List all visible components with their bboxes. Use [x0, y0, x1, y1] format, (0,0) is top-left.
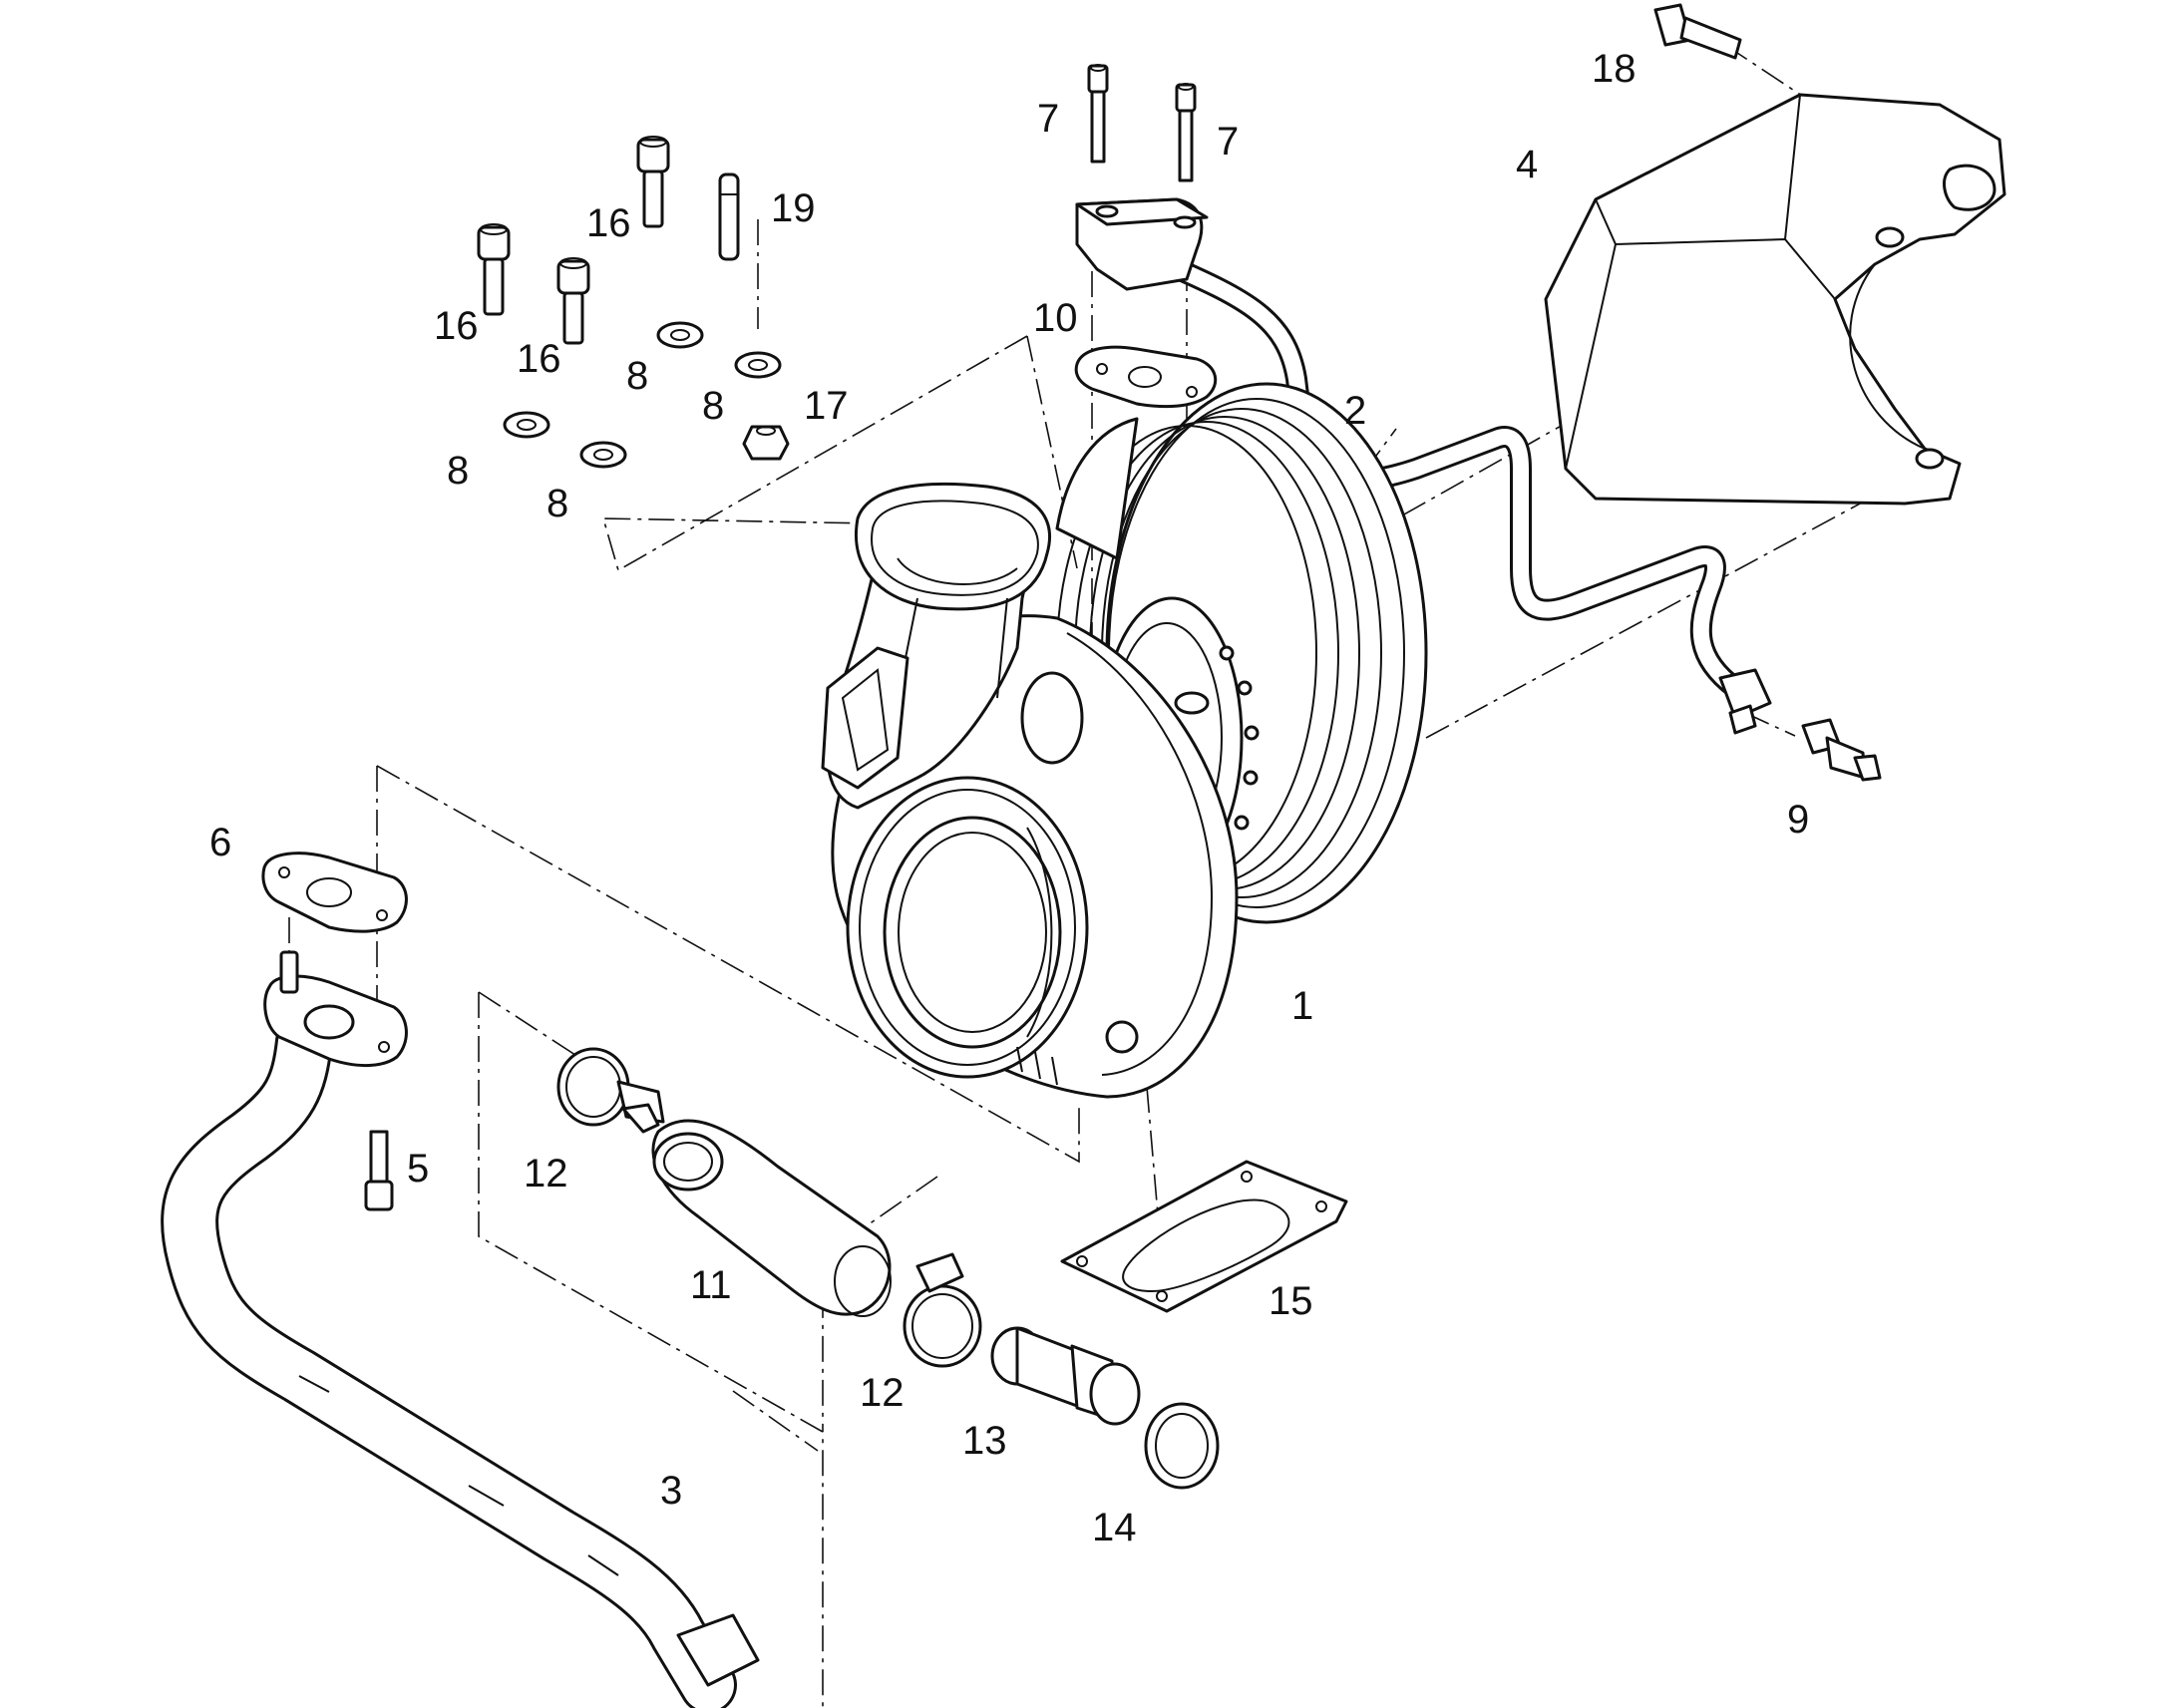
callout-7-right: 7 [1217, 120, 1239, 164]
callout-3: 3 [660, 1469, 682, 1513]
oil-return-pipe [161, 950, 760, 1708]
callout-8-c: 8 [447, 449, 469, 493]
callout-7-left: 7 [1037, 97, 1059, 141]
bolt-16-top [636, 136, 670, 228]
callout-16-middle: 16 [517, 337, 561, 381]
callout-18: 18 [1592, 47, 1636, 91]
callout-8-b: 8 [702, 384, 724, 428]
callout-17: 17 [804, 384, 849, 428]
callout-16-top: 16 [586, 201, 631, 245]
callout-5: 5 [407, 1147, 429, 1191]
fitting-9 [1801, 718, 1882, 782]
stud-19 [718, 172, 740, 261]
callout-19: 19 [771, 186, 816, 230]
hose-clamp-12-upper [556, 1047, 665, 1134]
callout-8-a: 8 [626, 354, 648, 398]
washer-8-b [734, 351, 782, 379]
heat-shield-bracket [1544, 93, 2006, 506]
callout-6: 6 [209, 821, 231, 864]
callout-16-left: 16 [434, 304, 479, 348]
washer-8-c [503, 411, 550, 439]
fitting-13 [990, 1326, 1141, 1426]
hose-clamp-12-lower [903, 1252, 982, 1368]
gasket-15 [1060, 1160, 1348, 1313]
gasket-10 [1074, 345, 1218, 409]
callout-10: 10 [1033, 296, 1078, 340]
bolt-16-left [477, 223, 511, 316]
bolt-18 [1653, 3, 1742, 60]
callout-8-d: 8 [546, 482, 568, 525]
callout-2: 2 [1344, 389, 1366, 433]
nut-17 [742, 425, 790, 461]
callout-1: 1 [1291, 984, 1313, 1028]
gasket-6 [261, 852, 408, 933]
bolt-7-left [1087, 64, 1109, 164]
bolt-7-right [1175, 83, 1197, 182]
bolt-5 [364, 1130, 394, 1211]
callout-15: 15 [1269, 1279, 1313, 1323]
washer-8-d [579, 441, 627, 469]
callout-9: 9 [1787, 798, 1809, 842]
seal-ring-14 [1144, 1402, 1220, 1490]
callout-4: 4 [1516, 143, 1538, 186]
callout-14: 14 [1092, 1506, 1137, 1549]
turbocharger [821, 382, 1428, 1099]
callout-11: 11 [690, 1263, 732, 1307]
callout-12-upper: 12 [524, 1152, 568, 1196]
callout-13: 13 [962, 1419, 1007, 1463]
hose-11 [651, 1119, 892, 1317]
oil-feed-line [1075, 197, 1772, 735]
bolt-16-middle [556, 257, 590, 345]
callout-12-lower: 12 [860, 1371, 905, 1415]
callouts: 1 2 3 4 5 6 7 7 8 8 8 8 9 10 11 12 12 13… [209, 47, 1809, 1549]
washer-8-a [656, 321, 704, 349]
